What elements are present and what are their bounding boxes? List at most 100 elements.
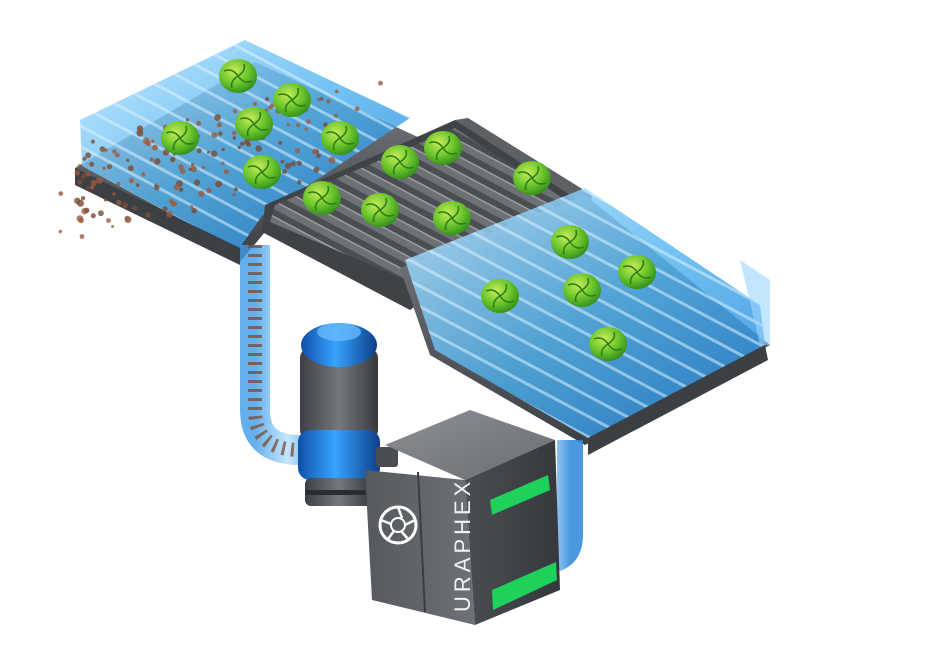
debris-particle bbox=[232, 130, 237, 136]
debris-particle bbox=[142, 137, 150, 145]
debris-particle bbox=[89, 161, 95, 167]
debris-particle bbox=[323, 122, 328, 128]
debris-particle bbox=[215, 180, 223, 188]
debris-particle bbox=[221, 161, 225, 166]
debris-particle bbox=[90, 179, 97, 186]
debris-particle bbox=[190, 163, 195, 167]
debris-particle bbox=[154, 184, 160, 191]
debris-particle bbox=[218, 131, 223, 136]
housing-top bbox=[385, 410, 555, 480]
debris-particle bbox=[82, 172, 87, 178]
debris-particle bbox=[320, 97, 324, 101]
debris-particle bbox=[76, 179, 83, 185]
debris-particle bbox=[149, 157, 154, 162]
left-wash-tank bbox=[58, 40, 420, 265]
debris-particle bbox=[170, 201, 176, 206]
cabbage bbox=[303, 181, 341, 215]
left-tank-lip bbox=[75, 168, 240, 265]
debris-particle bbox=[112, 192, 116, 196]
debris-particle bbox=[196, 148, 202, 154]
debris-particle bbox=[136, 183, 140, 187]
debris-particle bbox=[233, 187, 238, 192]
debris-particle bbox=[180, 168, 186, 174]
debris-particle bbox=[198, 190, 205, 197]
debris-particle bbox=[115, 152, 120, 158]
debris-particle bbox=[210, 150, 218, 157]
debris-particle bbox=[214, 114, 222, 121]
debris-particle bbox=[77, 199, 84, 207]
debris-particle bbox=[194, 179, 201, 186]
debris-particle bbox=[96, 177, 103, 184]
aperture-swirl-logo-icon bbox=[380, 506, 416, 540]
debris-particle bbox=[191, 207, 197, 214]
cabbage bbox=[243, 155, 281, 189]
debris-particle bbox=[99, 146, 106, 152]
debris-particle bbox=[211, 132, 218, 139]
green-panel-top bbox=[490, 475, 550, 515]
debris-particle bbox=[107, 164, 112, 170]
debris-particle bbox=[255, 145, 262, 152]
debris-particle bbox=[207, 150, 210, 154]
left-tank-ripples bbox=[80, 40, 410, 250]
debris-particle bbox=[86, 186, 90, 190]
debris-particle bbox=[115, 199, 122, 206]
debris-particle bbox=[141, 172, 146, 177]
debris-particle bbox=[85, 172, 90, 177]
debris-particle bbox=[82, 156, 87, 161]
debris-particle bbox=[295, 123, 301, 128]
debris-particle bbox=[80, 196, 86, 201]
debris-particle bbox=[116, 181, 121, 187]
cabbage bbox=[381, 145, 419, 179]
debris-particle bbox=[58, 229, 62, 234]
debris-particle bbox=[316, 153, 321, 159]
debris-particle bbox=[90, 213, 96, 219]
motor-connector bbox=[376, 447, 398, 467]
debris-particle bbox=[74, 170, 80, 176]
debris-particle bbox=[278, 140, 283, 145]
debris-particle bbox=[290, 161, 296, 167]
debris-particle bbox=[145, 212, 151, 218]
debris-particle bbox=[246, 142, 252, 147]
debris-particle bbox=[240, 141, 245, 146]
debris-particle bbox=[151, 139, 155, 144]
debris-particle bbox=[265, 97, 270, 101]
cabbage bbox=[589, 327, 627, 361]
debris-particle bbox=[166, 211, 173, 218]
debris-particle bbox=[206, 187, 212, 194]
debris-particle bbox=[190, 165, 197, 173]
debris-particle bbox=[121, 202, 129, 209]
debris-particle bbox=[296, 179, 302, 185]
debris-particle bbox=[286, 122, 290, 127]
brand-logo bbox=[378, 505, 418, 545]
motor-lower-bowl bbox=[298, 430, 380, 480]
debris-particle bbox=[132, 205, 138, 211]
debris-particle bbox=[221, 147, 225, 152]
green-panel-bottom bbox=[492, 562, 557, 610]
debris-particle bbox=[98, 210, 104, 217]
debris-particle bbox=[284, 162, 292, 169]
debris-particle bbox=[178, 164, 184, 170]
debris-particle bbox=[328, 156, 336, 164]
debris-particle bbox=[237, 145, 241, 150]
debris-particle bbox=[306, 119, 311, 124]
debris-particle bbox=[77, 164, 82, 168]
debris-particle bbox=[333, 113, 338, 118]
debris-particle bbox=[282, 169, 287, 175]
debris-particle bbox=[162, 206, 168, 212]
debris-particle bbox=[317, 97, 321, 102]
right-rinse-tank bbox=[400, 188, 770, 455]
debris-particle bbox=[201, 165, 206, 170]
cabbage bbox=[235, 107, 273, 141]
cabbage bbox=[424, 131, 462, 165]
cabbage bbox=[361, 193, 399, 227]
debris-particle bbox=[85, 152, 91, 159]
debris-particle bbox=[124, 216, 132, 224]
debris-particle bbox=[102, 166, 106, 170]
debris-particle bbox=[106, 218, 111, 223]
debris-particle bbox=[190, 205, 194, 209]
debris-particle bbox=[78, 217, 84, 224]
debris-particle bbox=[128, 177, 135, 183]
debris-particle bbox=[354, 106, 360, 112]
debris-particle bbox=[111, 225, 115, 228]
